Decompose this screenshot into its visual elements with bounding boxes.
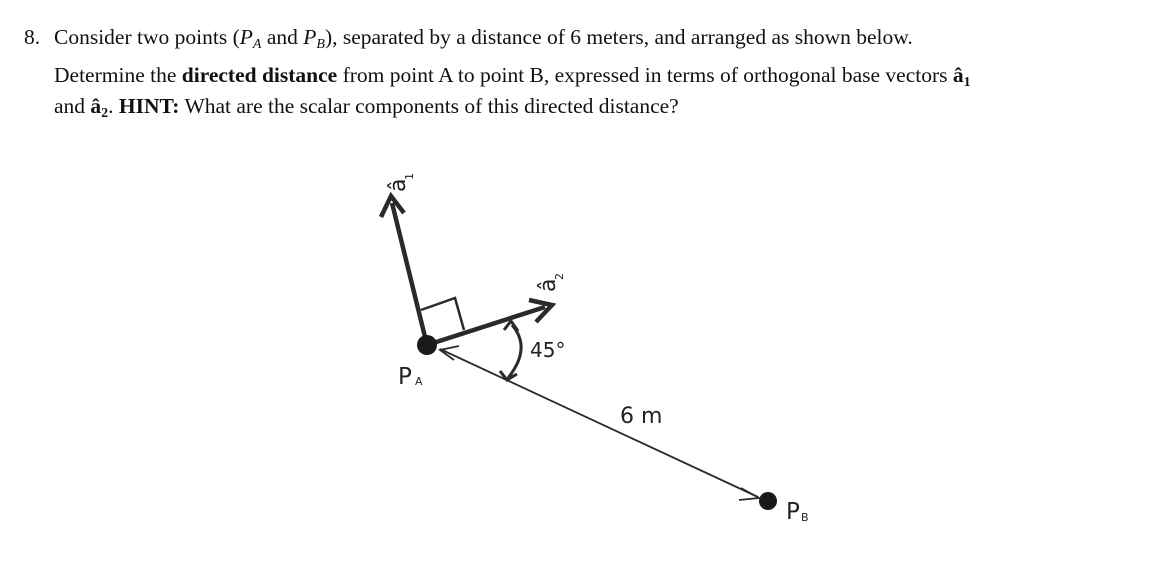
distance-arrowhead-a [437, 345, 460, 361]
point-b-symbol: PB [303, 25, 325, 52]
vector-a2-symbol: â2 [90, 94, 109, 121]
a1-axis-arrow [389, 202, 430, 346]
distance-line [439, 348, 759, 498]
right-angle-marker [420, 296, 466, 331]
a2-arrowhead [528, 297, 557, 324]
distance-arrowhead-b [738, 487, 762, 501]
point-a-dot [417, 335, 437, 355]
vector-a1-symbol: â1 [952, 63, 971, 90]
a1-arrowhead [378, 191, 406, 218]
svg-text:A: A [415, 375, 423, 388]
angle-arc-arrowhead-top [502, 318, 520, 332]
a2-axis-arrow [426, 304, 546, 348]
a1-label: â 1 [386, 173, 416, 192]
distance-label: 6 m [620, 404, 662, 429]
point-b-label: P B [786, 499, 809, 525]
svg-text:P: P [786, 499, 800, 525]
a2-label: â 2 [536, 273, 566, 292]
svg-text:P: P [398, 364, 412, 390]
angle-label: 45° [530, 338, 565, 362]
hint-text: What are the scalar components of this d… [179, 94, 679, 118]
problem-line1: Consider two points (PA and PB), separat… [54, 25, 913, 52]
angle-arc [506, 324, 523, 379]
problem-instructions: Determine the directed distance from poi… [54, 63, 971, 121]
hint-label: HINT: [118, 94, 180, 118]
problem-statement: 8. Consider two points (PA and PB), sepa… [24, 22, 1144, 53]
svg-text:B: B [801, 511, 809, 524]
svg-text:â: â [386, 179, 411, 192]
directed-distance-term: directed distance [181, 63, 338, 87]
svg-text:1: 1 [403, 173, 416, 180]
point-a-label: P A [398, 364, 423, 390]
problem-text: 8. Consider two points (PA and PB), sepa… [24, 22, 1144, 122]
problem-number: 8. [24, 25, 41, 49]
angle-arc-arrowhead-bottom [498, 370, 518, 382]
svg-text:â: â [536, 279, 561, 292]
point-a-symbol: PA [239, 25, 262, 52]
point-b-dot [759, 492, 777, 510]
svg-text:2: 2 [553, 273, 566, 280]
